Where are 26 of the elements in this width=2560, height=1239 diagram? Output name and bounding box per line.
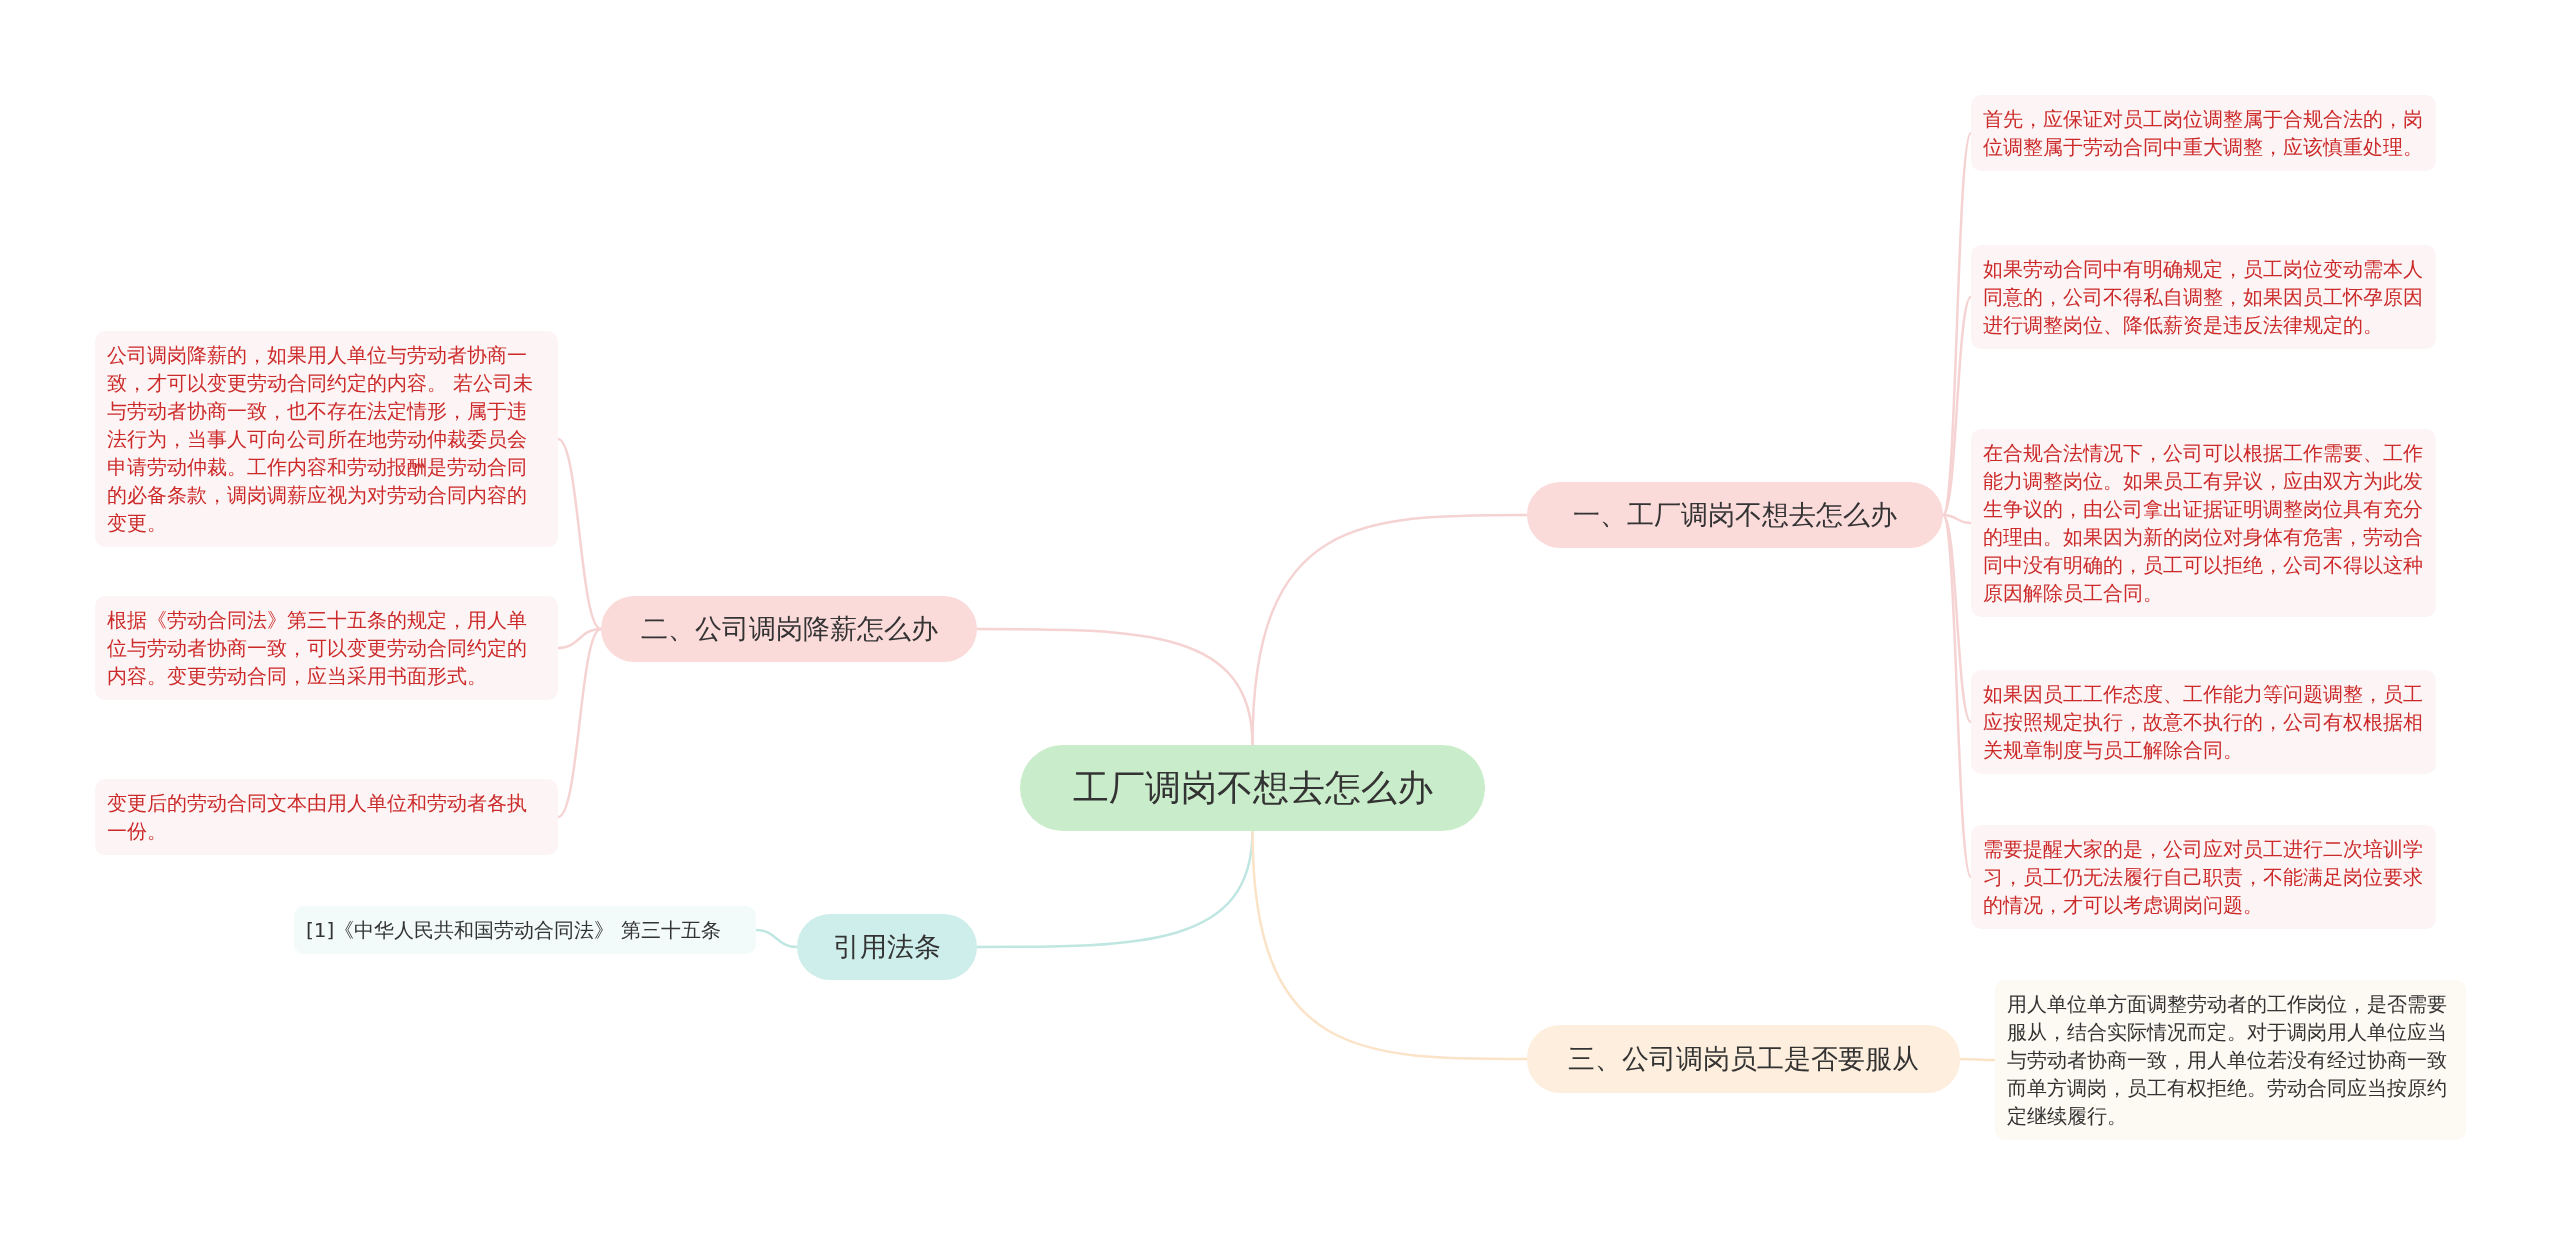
note-box: 在合规合法情况下，公司可以根据工作需要、工作能力调整岗位。如果员工有异议，应由双方为此发生争议的，由公司拿出证据证明调整岗位具有充分的理由。如果因为新的岗位对身体有危害，劳动合同中没有明确的，员工可以拒绝，公司不得以这种原因解除员工合同。 <box>1971 429 2436 617</box>
connector <box>557 628 602 818</box>
subtopic-box: 二、公司调岗降薪怎么办 <box>601 596 977 662</box>
subtopic-box: 一、工厂调岗不想去怎么办 <box>1527 482 1943 548</box>
subtopic-box: 引用法条 <box>797 914 977 980</box>
note-box: 需要提醒大家的是，公司应对员工进行二次培训学习，员工仍无法履行自己职责，不能满足岗位要求的情况，才可以考虑调岗问题。 <box>1971 825 2436 929</box>
topic-box: 工厂调岗不想去怎么办 <box>1020 745 1485 831</box>
connector <box>1251 830 1527 1061</box>
connector <box>755 928 798 949</box>
connector <box>1942 514 1972 723</box>
connector <box>1960 1057 1995 1062</box>
connector <box>1941 514 1973 878</box>
note-box: 如果因员工工作态度、工作能力等问题调整，员工应按照规定执行，故意不执行的，公司有权根据相关规章制度与员工解除合同。 <box>1971 670 2436 774</box>
note-box: 如果劳动合同中有明确规定，员工岗位变动需本人同意的，公司不得私自调整，如果因员工怀孕原因进行调整岗位、降低薪资是违反法律规定的。 <box>1971 245 2436 349</box>
subtopic-box: 三、公司调岗员工是否要服从 <box>1527 1025 1960 1093</box>
note-box: 公司调岗降薪的，如果用人单位与劳动者协商一致，才可以变更劳动合同约定的内容。 若公司未与劳动者协商一致，也不存在法定情形，属于违法行为，当事人可向公司所在地劳动仲裁委员会申请劳动仲裁。工作内容和劳动报酬是劳动合同的必备条款，调岗调薪应视为对劳动合同内容的变更。 <box>95 331 558 547</box>
connector <box>977 627 1254 746</box>
note-box: 根据《劳动合同法》第三十五条的规定，用人单位与劳动者协商一致，可以变更劳动合同约定的内容。变更劳动合同，应当采用书面形式。 <box>95 596 558 700</box>
note-box: 用人单位单方面调整劳动者的工作岗位，是否需要服从，结合实际情况而定。对于调岗用人单位应当与劳动者协商一致，用人单位若没有经过协商一致而单方调岗，员工有权拒绝。劳动合同应当按原约定继续履行。 <box>1995 980 2466 1140</box>
note-box: [1]《中华人民共和国劳动合同法》 第三十五条 <box>294 906 756 954</box>
connector <box>557 438 602 630</box>
connector <box>1942 513 1972 525</box>
connector <box>1942 296 1972 516</box>
note-box: 变更后的劳动合同文本由用人单位和劳动者各执一份。 <box>95 779 558 855</box>
connector <box>1941 132 1973 516</box>
note-box: 首先，应保证对员工岗位调整属于合规合法的，岗位调整属于劳动合同中重大调整，应该慎重处理。 <box>1971 95 2436 171</box>
